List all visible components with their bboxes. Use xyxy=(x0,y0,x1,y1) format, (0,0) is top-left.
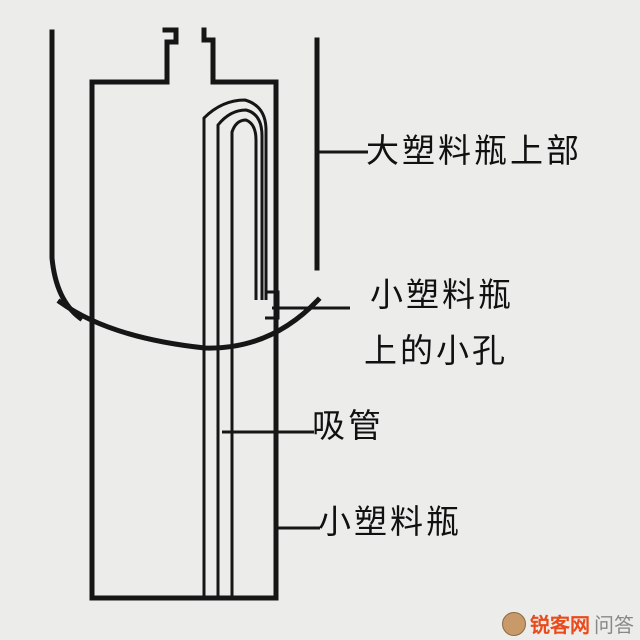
watermark: 锐客网 问答 xyxy=(502,609,634,638)
small-bottle-outline xyxy=(89,27,279,601)
label-large-bottle-top: 大塑料瓶上部 xyxy=(366,131,582,170)
straw-inner xyxy=(230,118,258,598)
watermark-avatar-icon xyxy=(502,611,526,636)
label-small-bottle: 小塑料瓶 xyxy=(318,502,462,541)
straw-outer xyxy=(202,98,268,598)
label-straw: 吸管 xyxy=(312,406,384,445)
watermark-brand: 锐客网 xyxy=(530,613,590,637)
straw-middle xyxy=(216,108,264,598)
label-hole-line1: 小塑料瓶 xyxy=(370,275,514,314)
watermark-suffix: 问答 xyxy=(594,613,634,637)
small-bottle-hole xyxy=(265,290,280,320)
label-hole-line2: 上的小孔 xyxy=(364,331,508,370)
large-bottle-left-wall xyxy=(49,29,84,322)
